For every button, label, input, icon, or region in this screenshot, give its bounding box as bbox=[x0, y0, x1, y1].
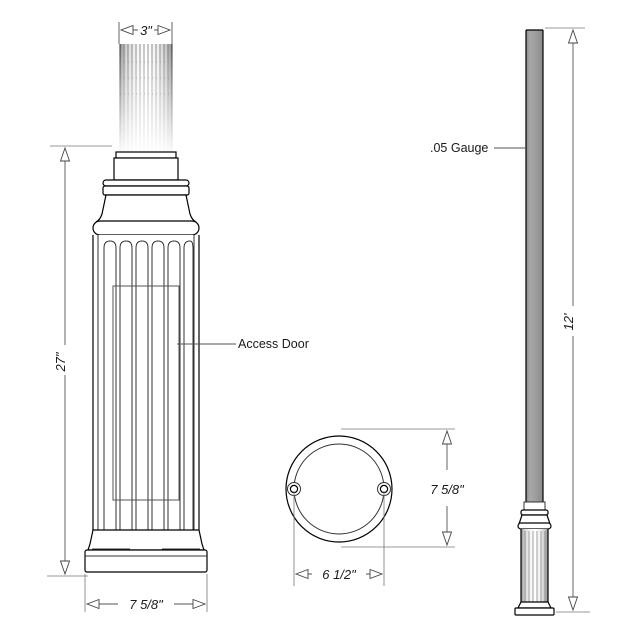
dimension-base-width: 7 5/8" bbox=[84, 574, 208, 612]
label-access-door: Access Door bbox=[238, 337, 309, 351]
access-door-outline bbox=[112, 285, 180, 501]
dim-label-top-diameter: 3" bbox=[140, 23, 153, 38]
full-pole-elevation-view: .05 Gauge 12' bbox=[430, 27, 590, 616]
column-elevation-view: 3" bbox=[47, 22, 309, 612]
dim-label-column-height: 27" bbox=[53, 351, 68, 372]
pole-fluted-body bbox=[520, 529, 549, 602]
dimension-bolt-spacing: 6 1/2" bbox=[293, 491, 385, 586]
base-plate-plan-view: 7 5/8" 6 1/2" bbox=[285, 428, 470, 586]
column-base bbox=[84, 529, 208, 573]
pole-base bbox=[514, 601, 555, 616]
column-fluted-shaft bbox=[92, 235, 200, 530]
pole-capital bbox=[517, 501, 552, 530]
dimension-plate-height: 7 5/8" bbox=[341, 428, 470, 548]
annotation-gauge: .05 Gauge bbox=[430, 141, 526, 155]
column-capital bbox=[92, 151, 200, 236]
dim-label-base-width: 7 5/8" bbox=[129, 597, 164, 612]
flute-group bbox=[103, 240, 194, 530]
label-gauge: .05 Gauge bbox=[430, 141, 488, 155]
shaft-break-marks bbox=[120, 61, 172, 95]
dimension-top-diameter: 3" bbox=[118, 22, 173, 44]
annotation-access-door: Access Door bbox=[177, 337, 309, 351]
dim-label-bolt-spacing: 6 1/2" bbox=[322, 567, 357, 582]
upper-fluted-shaft bbox=[119, 44, 173, 155]
dim-label-pole-height: 12' bbox=[561, 313, 576, 330]
dim-label-plate-height: 7 5/8" bbox=[430, 482, 465, 497]
dimension-column-height: 27" bbox=[47, 145, 112, 577]
dimension-pole-height: 12' bbox=[545, 27, 590, 613]
